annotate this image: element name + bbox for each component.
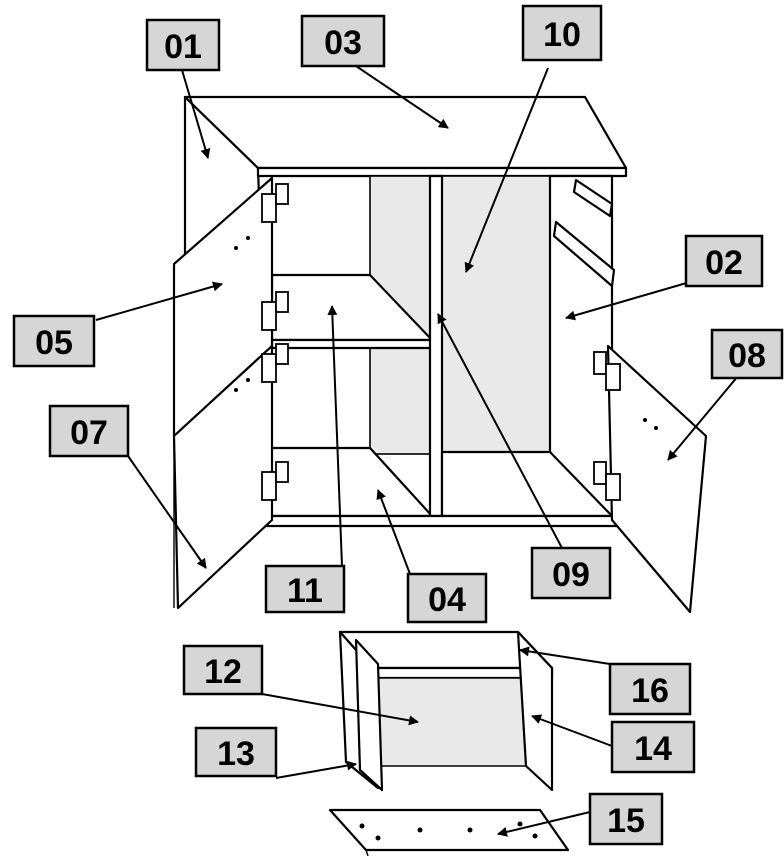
svg-text:04: 04 [428,581,466,619]
leader-10 [464,67,549,273]
leader-15 [497,811,591,837]
leader-01 [181,69,211,159]
svg-text:02: 02 [705,244,743,282]
svg-text:08: 08 [728,337,766,375]
svg-text:11: 11 [287,572,323,610]
hinge-set-right [593,351,621,501]
label-16: 16 [608,662,692,716]
leader-08 [667,375,739,461]
leader-09 [437,313,563,549]
shelf-front [270,338,434,350]
leader-03 [349,61,449,129]
label-14: 14 [610,720,696,774]
plinth-right-side [516,630,554,792]
leader-16 [519,646,611,665]
svg-text:14: 14 [634,730,672,768]
leader-13 [275,760,357,779]
svg-text:12: 12 [204,653,242,691]
label-02: 02 [684,234,764,288]
leader-07 [127,455,207,569]
svg-text:10: 10 [543,16,581,54]
svg-text:03: 03 [324,24,362,62]
middle-partition [428,174,444,518]
label-12: 12 [182,644,264,696]
top-panel [183,95,628,170]
label-09: 09 [530,546,612,600]
label-10: 10 [521,4,603,62]
drawer-runner-upper [572,178,614,218]
label-13: 13 [194,726,278,778]
leader-11 [327,305,343,567]
right-door [606,344,708,614]
part-labels: 01 03 10 02 05 08 07 09 [12,4,784,846]
cabinet [172,95,708,614]
base-board [328,808,570,856]
svg-text:15: 15 [607,802,645,840]
label-08: 08 [710,328,784,380]
label-05: 05 [12,314,96,368]
hinge-set-left [261,183,289,501]
svg-text:13: 13 [217,735,255,773]
label-03: 03 [300,14,386,68]
svg-text:16: 16 [631,672,669,710]
top-panel-front-edge [256,166,628,178]
label-07: 07 [48,404,130,458]
leader-14 [531,714,613,747]
label-15: 15 [588,792,664,846]
left-compartment-floor [268,446,434,518]
leader-05 [95,281,223,321]
leader-12 [261,693,419,726]
plinth-assembly [338,630,554,792]
bottom-plinth [260,514,620,528]
svg-text:09: 09 [552,556,590,594]
label-01: 01 [145,18,221,72]
left-door-lower [172,344,274,610]
plinth-back-panel [377,677,531,767]
svg-text:05: 05 [35,324,73,362]
drawer-runner-lower [552,220,616,288]
leader-lines [95,61,739,837]
label-11: 11 [264,564,346,614]
label-04: 04 [406,572,488,624]
plinth-left-front [354,638,384,792]
leader-04 [376,489,411,575]
svg-text:07: 07 [70,414,108,452]
svg-text:01: 01 [164,28,202,66]
leader-02 [565,281,691,321]
